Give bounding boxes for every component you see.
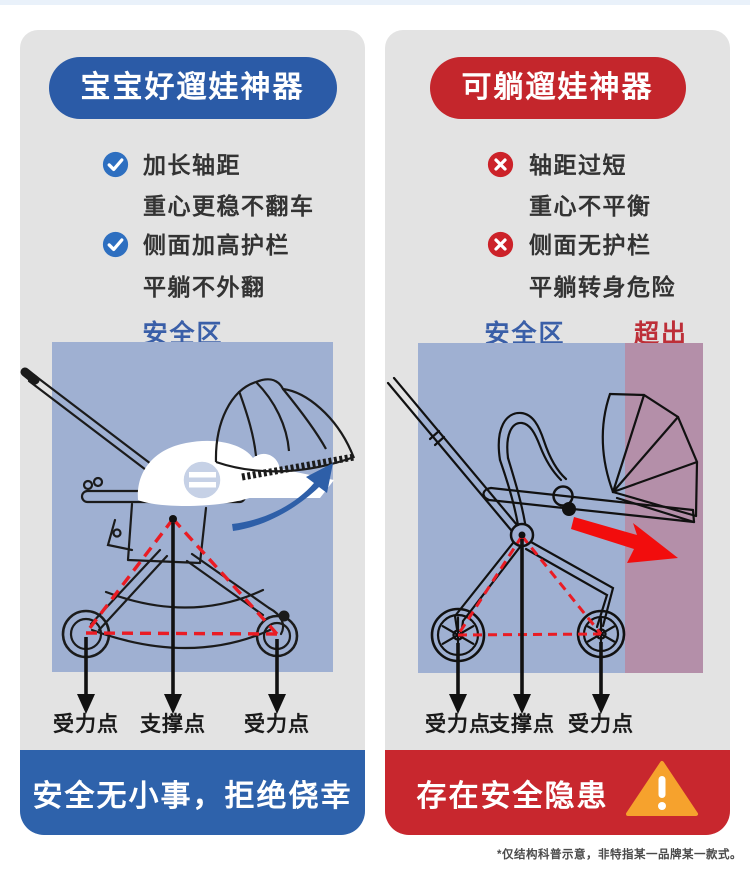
- warning-triangle-icon: [625, 760, 699, 826]
- force-point-label: 受力点: [53, 713, 119, 736]
- support-point-label: 支撑点: [489, 713, 555, 736]
- right-panel-unsafe-stroller: 可躺遛娃神器 轴距过短 重心不平衡 侧面无护栏 平躺转身危险 安全区 超出: [385, 30, 730, 835]
- force-arrows: [84, 523, 279, 696]
- check-icon: [102, 231, 129, 258]
- stroller-illustration-right: [386, 376, 699, 714]
- disclaimer-footnote: *仅结构科普示意，非特指某一品牌某一款式。: [497, 849, 742, 861]
- force-point-label: 受力点: [425, 713, 491, 736]
- left-point-2-line-2: 平躺不外翻: [143, 274, 266, 300]
- left-banner-text: 安全无小事，拒绝侥幸: [32, 779, 353, 813]
- right-header-text: 可躺遛娃神器: [461, 71, 654, 104]
- left-point-1-line-1: 加长轴距: [143, 152, 241, 178]
- cross-icon: [487, 151, 514, 178]
- left-banner: 安全无小事，拒绝侥幸: [20, 750, 365, 835]
- left-header-text: 宝宝好遛娃神器: [80, 71, 305, 104]
- top-strip: [0, 0, 750, 5]
- right-point-2-line-1: 侧面无护栏: [529, 232, 652, 258]
- force-arrows: [456, 539, 603, 696]
- right-point-1-line-2: 重心不平衡: [529, 193, 652, 219]
- left-point-1-line-2: 重心更稳不翻车: [143, 193, 315, 219]
- right-banner-text: 存在安全隐患: [416, 779, 609, 813]
- stability-triangle: [84, 517, 279, 636]
- left-header-pill: 宝宝好遛娃神器: [48, 57, 337, 119]
- cross-icon: [487, 231, 514, 258]
- stroller-illustration-left: [20, 367, 356, 714]
- left-point-2-line-1: 侧面加高护栏: [143, 232, 290, 258]
- stability-triangle: [456, 535, 603, 637]
- right-point-1-line-1: 轴距过短: [529, 152, 627, 178]
- support-point-label: 支撑点: [140, 713, 206, 736]
- tipping-direction-arrow: [571, 517, 678, 563]
- overflow-zone: [625, 343, 703, 673]
- right-banner: 存在安全隐患: [385, 750, 730, 835]
- recline-direction-arrow: [232, 463, 333, 531]
- left-panel-good-stroller: 宝宝好遛娃神器 加长轴距 重心更稳不翻车 侧面加高护栏 平躺不外翻 安全区: [20, 30, 365, 835]
- force-point-label: 受力点: [568, 713, 634, 736]
- force-point-label: 受力点: [244, 713, 310, 736]
- check-icon: [102, 151, 129, 178]
- right-point-2-line-2: 平躺转身危险: [529, 274, 676, 300]
- right-header-pill: 可躺遛娃神器: [429, 57, 686, 119]
